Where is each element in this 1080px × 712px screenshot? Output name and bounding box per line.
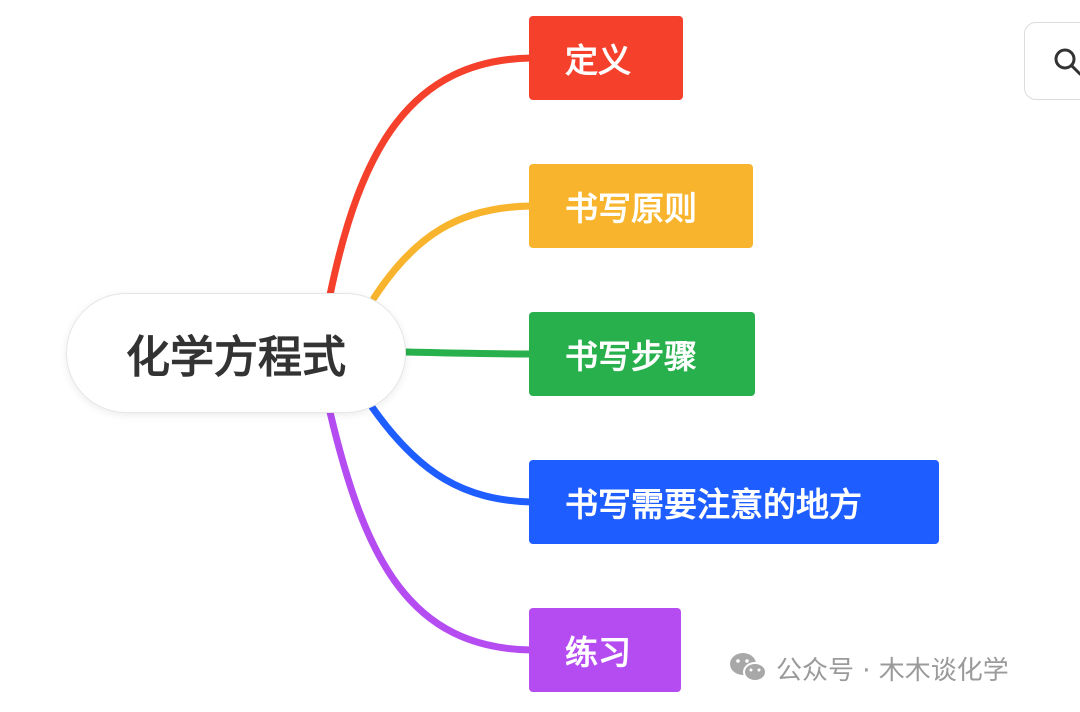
search-button[interactable]	[1024, 22, 1080, 100]
branch-exercises[interactable]: 练习	[529, 608, 681, 692]
connector-definition	[326, 54, 535, 299]
branch-notes[interactable]: 书写需要注意的地方	[529, 460, 939, 544]
connector-exercises	[326, 408, 535, 654]
branch-writing-principles[interactable]: 书写原则	[529, 164, 753, 248]
wechat-icon	[730, 653, 767, 682]
branch-definition[interactable]: 定义	[529, 16, 683, 100]
connector-writing-steps	[402, 348, 535, 358]
search-icon	[1054, 48, 1080, 76]
watermark: 公众号 · 木木谈化学	[728, 648, 1009, 688]
central-topic[interactable]: 化学方程式	[66, 293, 406, 413]
connector-notes	[368, 403, 535, 506]
connector-writing-principles	[370, 202, 535, 302]
watermark-text: 公众号 · 木木谈化学	[776, 655, 1009, 686]
branch-writing-steps[interactable]: 书写步骤	[529, 312, 755, 396]
